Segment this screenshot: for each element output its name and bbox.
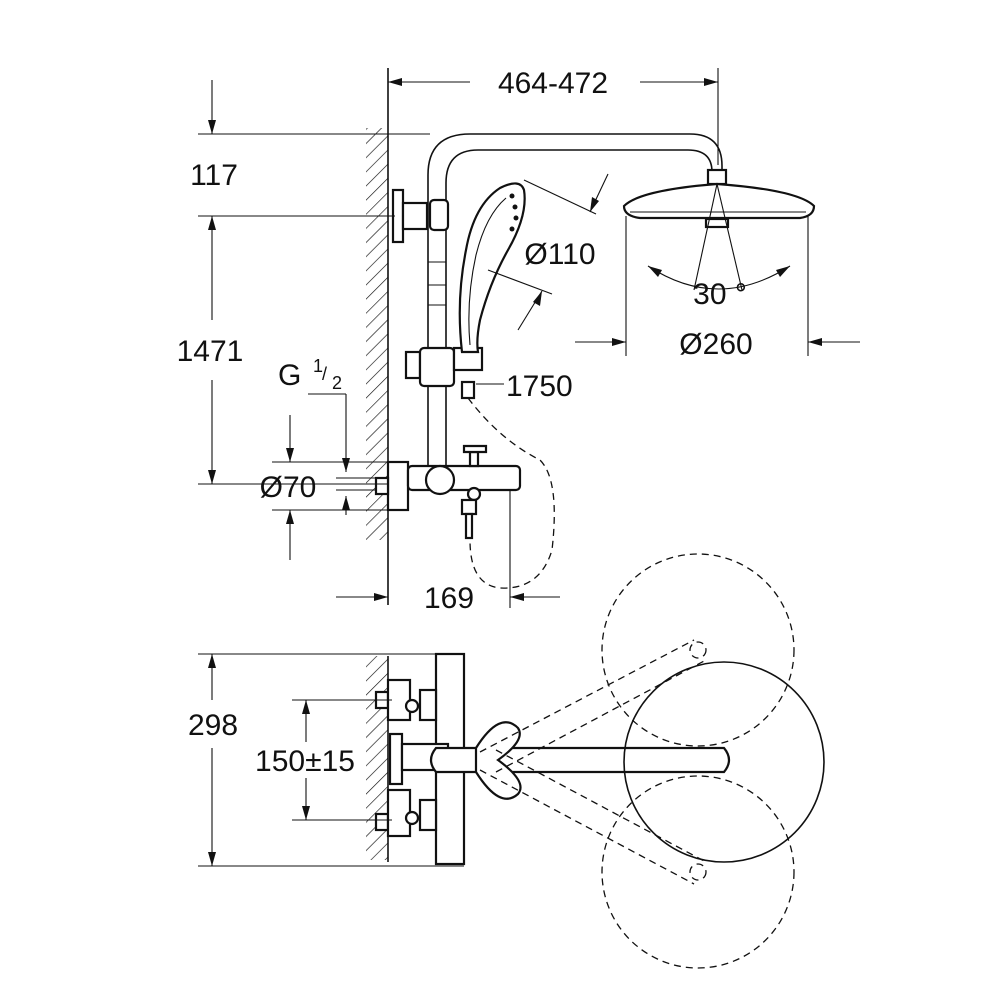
dim-thread: G xyxy=(278,359,301,392)
inlet-top-lower xyxy=(374,788,420,838)
thermostat-body xyxy=(406,464,522,492)
diverter-knob xyxy=(424,464,456,496)
dim-inlet-diameter: Ø70 xyxy=(260,471,317,504)
inlet-fitting xyxy=(386,460,410,512)
hose-connector xyxy=(460,380,476,400)
top-view xyxy=(366,553,825,969)
dim-tilt-angle: 30 ° xyxy=(693,278,747,311)
dim-top-offset: 117 xyxy=(190,159,238,192)
top-dimensions: 298 150±15 xyxy=(188,653,464,867)
dim-head-diameter: Ø260 xyxy=(679,328,752,361)
shower-head-rotated-upper xyxy=(601,553,795,747)
dim-thread-num: 1 xyxy=(313,356,323,376)
hose xyxy=(467,397,555,589)
shower-head-top xyxy=(623,661,825,863)
nozzle-dots xyxy=(509,193,519,232)
front-view xyxy=(366,68,816,605)
dim-hand-shower-diameter: Ø110 xyxy=(524,238,595,271)
hand-shower-top-icon xyxy=(474,721,522,800)
shower-head-icon xyxy=(622,182,816,220)
slider-holder xyxy=(404,350,422,380)
shower-head-rotated-lower xyxy=(601,775,795,969)
hand-shower-icon xyxy=(458,182,526,354)
spout-outlet xyxy=(460,498,478,516)
dim-rail-height: 1471 xyxy=(177,335,244,368)
front-dimensions: 464-472 117 1471 G 1 / 2 Ø xyxy=(177,67,860,615)
dim-inlet-spacing: 150±15 xyxy=(255,745,355,778)
dim-spout-projection: 169 xyxy=(424,582,474,615)
riser-arm xyxy=(427,133,723,468)
dim-hose-length: 1750 xyxy=(506,370,573,403)
dim-depth: 298 xyxy=(188,709,238,742)
dim-arm-length: 464-472 xyxy=(498,67,608,100)
head-nut xyxy=(706,168,728,186)
dim-thread-den: 2 xyxy=(332,373,342,393)
tap-handle xyxy=(468,450,480,468)
wall-hatch xyxy=(366,128,388,540)
dim-thread-slash: / xyxy=(322,364,327,384)
